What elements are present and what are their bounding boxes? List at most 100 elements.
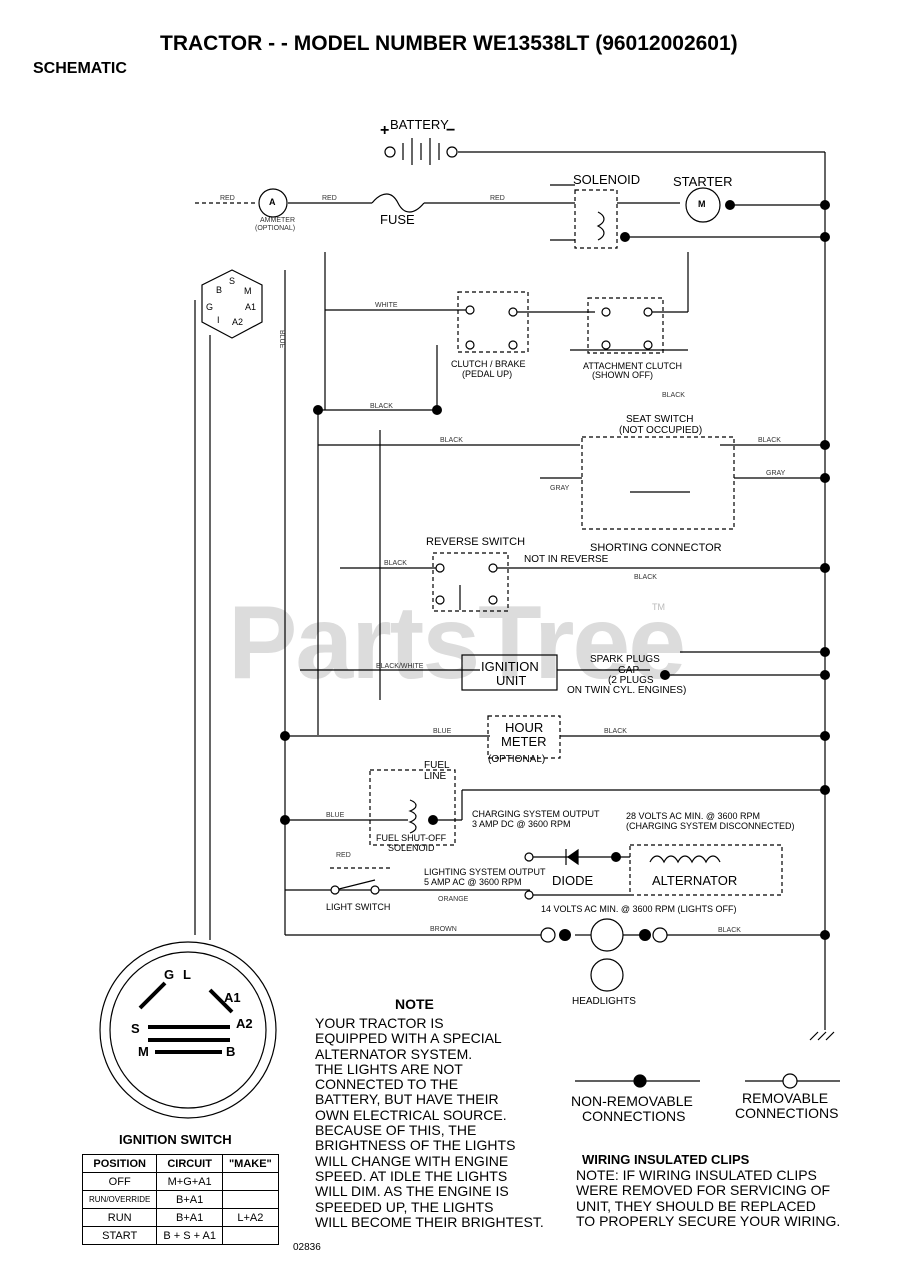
wire-black-1: BLACK	[370, 403, 393, 410]
note-line: BATTERY, BUT HAVE THEIR	[315, 1091, 499, 1108]
wire-gray-1: GRAY	[550, 485, 570, 492]
table-cell: B + S + A1	[156, 1226, 223, 1245]
connector-terminal-g: G	[206, 302, 214, 312]
lighting-output-rating: 5 AMP AC @ 3600 RPM	[424, 877, 522, 887]
ammeter-optional: (OPTIONAL)	[255, 225, 296, 232]
wire-black-5: BLACK	[384, 560, 407, 567]
ignition-unit-label: IGNITION	[481, 659, 539, 674]
legend-nonremovable-2: CONNECTIONS	[582, 1108, 686, 1124]
seat-switch-state: (NOT OCCUPIED)	[619, 425, 703, 436]
drawing-number: 02836	[293, 1242, 321, 1253]
table-cell	[221, 1172, 279, 1191]
volts14-label: 14 VOLTS AC MIN. @ 3600 RPM (LIGHTS OFF)	[541, 904, 737, 914]
connector-terminal-b: B	[216, 285, 223, 295]
note-line: SPEED. AT IDLE THE LIGHTS	[315, 1167, 508, 1184]
wire-white: WHITE	[375, 302, 398, 309]
switch-terminal-m: M	[138, 1044, 149, 1059]
switch-terminal-a2: A2	[236, 1016, 253, 1031]
table-cell: L+A2	[221, 1208, 279, 1227]
clips-title: WIRING INSULATED CLIPS	[582, 1152, 750, 1167]
connector-terminal-a1: A1	[245, 302, 257, 312]
charging-output-label: CHARGING SYSTEM OUTPUT	[472, 809, 600, 819]
headlights-label: HEADLIGHTS	[572, 996, 636, 1007]
table-header: CIRCUIT	[156, 1154, 223, 1173]
switch-terminal-s: S	[131, 1021, 140, 1036]
table-cell	[221, 1190, 279, 1209]
table-cell: B+A1	[156, 1190, 223, 1209]
clips-line: WERE REMOVED FOR SERVICING OF	[576, 1182, 831, 1199]
legend-removable: REMOVABLE	[742, 1090, 829, 1106]
not-in-reverse-label: NOT IN REVERSE	[524, 554, 609, 565]
legend-nonremovable: NON-REMOVABLE	[571, 1093, 693, 1109]
ammeter-letter: A	[269, 197, 276, 207]
reverse-switch-label: REVERSE SWITCH	[426, 536, 526, 548]
fuel-shutoff-solenoid: SOLENOID	[388, 843, 435, 853]
clips-line: UNIT, THEY SHOULD BE REPLACED	[576, 1197, 816, 1214]
hour-meter-optional: (OPTIONAL)	[488, 754, 546, 765]
starter-letter: M	[698, 199, 706, 209]
table-cell: M+G+A1	[156, 1172, 223, 1191]
note-body: YOUR TRACTOR IS EQUIPPED WITH A SPECIAL …	[315, 1015, 544, 1230]
table-header-row: POSITION CIRCUIT "MAKE"	[81, 1154, 279, 1173]
wire-orange: ORANGE	[438, 896, 469, 903]
note-line: WILL CHANGE WITH ENGINE	[315, 1152, 509, 1169]
diode-label: DIODE	[552, 873, 594, 888]
attachment-clutch-state: (SHOWN OFF)	[592, 370, 653, 380]
wire-black-4: BLACK	[758, 437, 781, 444]
wire-black-white: BLACK/WHITE	[376, 663, 424, 670]
wire-black-8: BLACK	[718, 927, 741, 934]
fuel-label: FUEL	[424, 760, 450, 771]
spark-plugs-label: SPARK PLUGS	[590, 654, 660, 665]
battery-negative: −	[446, 122, 456, 139]
wire-black-3: BLACK	[662, 392, 685, 399]
note-line: EQUIPPED WITH A SPECIAL	[315, 1030, 502, 1047]
connector-terminal-m: M	[244, 286, 252, 296]
wire-brown: BROWN	[430, 926, 457, 933]
spark-plugs-count: (2 PLUGS	[608, 675, 654, 686]
connector-terminal-s: S	[229, 276, 236, 286]
ignition-switch-title: IGNITION SWITCH	[119, 1132, 232, 1147]
table-header: POSITION	[81, 1154, 158, 1173]
note-line: SPEEDED UP, THE LIGHTS	[315, 1198, 494, 1215]
table-header: "MAKE"	[221, 1154, 279, 1173]
table-cell: OFF	[81, 1172, 158, 1191]
note-line: OWN ELECTRICAL SOURCE.	[315, 1106, 507, 1123]
hour-meter-label: HOUR	[505, 720, 544, 735]
note-line: BRIGHTNESS OF THE LIGHTS	[315, 1137, 516, 1154]
fuse-label: FUSE	[380, 212, 415, 227]
note-line: WILL BECOME THEIR BRIGHTEST.	[315, 1213, 544, 1230]
note-line: THE LIGHTS ARE NOT	[315, 1060, 463, 1077]
note-line: BECAUSE OF THIS, THE	[315, 1122, 477, 1139]
ammeter-label: AMMETER	[260, 217, 295, 224]
shorting-connector-label: SHORTING CONNECTOR	[590, 542, 722, 554]
switch-terminal-a1: A1	[224, 990, 241, 1005]
alternator-label: ALTERNATOR	[652, 873, 738, 888]
switch-terminal-g: G	[164, 967, 175, 982]
clutch-brake-state: (PEDAL UP)	[462, 369, 513, 379]
wire-blue-2: BLUE	[326, 812, 345, 819]
spark-plugs-gap: GAP	[618, 665, 640, 676]
ignition-unit-label-2: UNIT	[496, 673, 527, 688]
lighting-output-label: LIGHTING SYSTEM OUTPUT	[424, 867, 546, 877]
wire-red-2: RED	[322, 195, 337, 202]
connector-terminal-a2: A2	[232, 317, 244, 327]
note-line: CONNECTED TO THE	[315, 1076, 459, 1093]
note-line: YOUR TRACTOR IS	[315, 1015, 444, 1031]
battery-positive: +	[380, 122, 390, 139]
hour-meter-label-2: METER	[501, 734, 547, 749]
connector-terminal-i: I	[217, 315, 220, 325]
switch-terminal-l: L	[183, 967, 191, 982]
page-subtitle: SCHEMATIC	[33, 60, 127, 77]
solenoid-label: SOLENOID	[573, 172, 641, 187]
spark-plugs-note: ON TWIN CYL. ENGINES)	[567, 685, 687, 696]
wire-blue-vertical: BLUE	[278, 330, 285, 349]
battery-label: BATTERY	[390, 117, 449, 132]
starter-label: STARTER	[673, 174, 733, 189]
wire-red-3: RED	[490, 195, 505, 202]
clips-body: NOTE: IF WIRING INSULATED CLIPS WERE REM…	[576, 1167, 841, 1229]
table-row: RUN/OVERRIDE B+A1	[81, 1190, 279, 1209]
watermark: PartsTree	[228, 585, 686, 701]
clips-line: TO PROPERLY SECURE YOUR WIRING.	[576, 1212, 841, 1229]
note-line: WILL DIM. AS THE ENGINE IS	[315, 1183, 509, 1200]
table-cell: RUN	[81, 1208, 158, 1227]
